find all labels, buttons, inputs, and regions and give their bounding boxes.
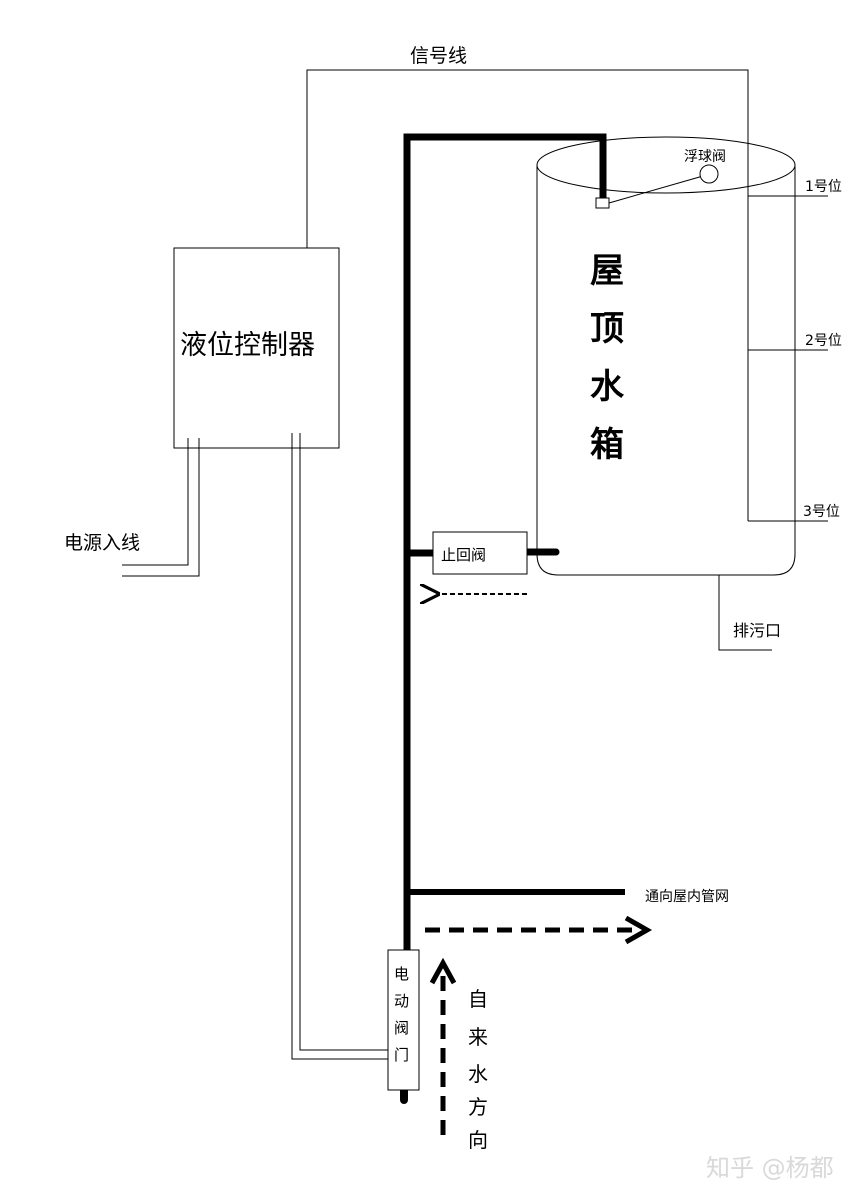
main-pipe <box>403 133 607 950</box>
float-ball <box>699 164 719 184</box>
house-branch-label: 通向屋内管网 <box>645 889 729 905</box>
motor-valve-char: 动 <box>394 992 409 1010</box>
drain-pipe <box>718 575 772 651</box>
drain-label: 排污口 <box>733 621 781 640</box>
check-valve-label: 止回阀 <box>441 546 486 564</box>
water-direction-char: 来 <box>468 1025 488 1049</box>
water-direction-char: 方 <box>468 1095 488 1119</box>
motor-valve-box <box>387 949 420 1091</box>
inflow-arrowhead <box>429 957 457 985</box>
motor-valve-char: 门 <box>394 1046 409 1064</box>
check-valve-box <box>432 531 528 575</box>
power-in-label: 电源入线 <box>64 532 140 554</box>
tank-label-char: 屋 <box>590 251 624 291</box>
level-3-label: 3号位 <box>803 504 840 520</box>
motor-valve-char: 电 <box>394 965 409 983</box>
tank-label: 屋 顶 水 箱 <box>590 251 625 465</box>
water-direction-char: 自 <box>468 987 488 1011</box>
float-arm <box>608 175 704 204</box>
tank-body <box>536 165 796 576</box>
tank-label-char: 箱 <box>590 425 624 465</box>
signal-line-label: 信号线 <box>410 45 467 67</box>
signal-line <box>306 69 749 521</box>
level-2-label: 2号位 <box>805 333 842 349</box>
level-1-label: 1号位 <box>805 179 842 195</box>
controller-label: 液位控制器 <box>180 330 315 361</box>
water-direction-char: 向 <box>468 1128 488 1152</box>
water-direction-label: 自 来 水 方 向 <box>468 987 488 1152</box>
motor-valve-label: 电 动 阀 门 <box>394 965 409 1064</box>
motor-valve-char: 阀 <box>394 1019 409 1037</box>
power-wire-1 <box>122 438 189 566</box>
float-valve-body <box>595 197 610 209</box>
control-wire-2 <box>299 433 388 1051</box>
controller-box <box>173 247 340 449</box>
power-wire-2 <box>122 438 200 577</box>
tank-top <box>536 136 796 194</box>
float-valve-label: 浮球阀 <box>684 149 726 165</box>
house-flow-arrowhead <box>624 915 653 945</box>
tank-label-char: 水 <box>590 367 625 407</box>
water-direction-char: 水 <box>468 1062 488 1086</box>
control-wire-1 <box>291 433 388 1060</box>
tank-label-char: 顶 <box>590 309 624 349</box>
watermark: 知乎 @杨都 <box>706 1154 834 1182</box>
